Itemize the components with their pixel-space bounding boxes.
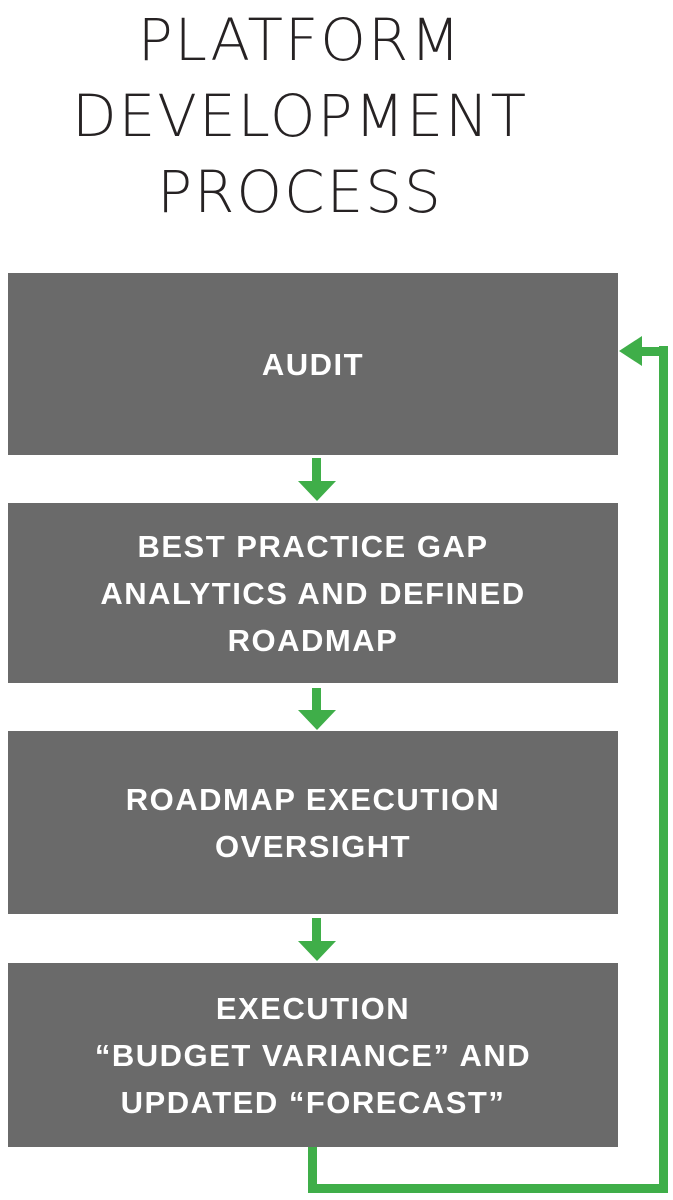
flow-step-best-practice-gap-analytics: BEST PRACTICE GAP ANALYTICS AND DEFINED … <box>8 503 618 683</box>
flow-step-label-line: “BUDGET VARIANCE” AND <box>94 1037 532 1073</box>
feedback-loop-top-shaft <box>642 347 668 356</box>
flow-step-execution-budget-variance: EXECUTION “BUDGET VARIANCE” AND UPDATED … <box>8 963 618 1147</box>
arrow-head <box>298 710 336 730</box>
flow-step-label-line: AUDIT <box>261 346 365 382</box>
left-arrow-icon <box>619 336 642 366</box>
arrow-shaft <box>312 458 321 483</box>
arrow-shaft <box>312 688 321 713</box>
page-title-line-3: PROCESS <box>157 158 443 226</box>
page-title-line-2: DEVELOPMENT <box>71 82 528 150</box>
flow-step-label-line: ANALYTICS AND DEFINED <box>100 575 526 611</box>
flow-step-label-line: EXECUTION <box>215 990 411 1026</box>
flow-step-audit: AUDIT <box>8 273 618 455</box>
flow-step-label-line: ROADMAP <box>227 622 399 658</box>
feedback-loop-bottom-line <box>308 1184 668 1193</box>
flow-step-label-line: ROADMAP EXECUTION <box>125 781 501 817</box>
flow-step-label-line: BEST PRACTICE GAP <box>137 528 489 564</box>
feedback-loop-right-line <box>659 346 668 1193</box>
flow-step-label-line: OVERSIGHT <box>214 828 412 864</box>
flow-step-roadmap-execution-oversight: ROADMAP EXECUTION OVERSIGHT <box>8 731 618 914</box>
page-title-line-1: PLATFORM <box>137 6 463 74</box>
arrow-shaft <box>312 918 321 943</box>
flow-step-label-line: UPDATED “FORECAST” <box>120 1084 506 1120</box>
arrow-head <box>298 481 336 501</box>
arrow-head <box>298 941 336 961</box>
feedback-loop-stub-down <box>308 1147 317 1187</box>
page-title: PLATFORM DEVELOPMENT PROCESS <box>0 2 600 230</box>
